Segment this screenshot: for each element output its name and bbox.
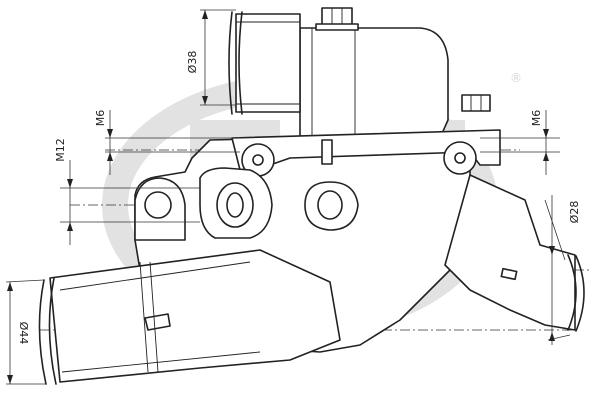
left-pipe-clip bbox=[144, 313, 171, 331]
dim-m6-left-label: M6 bbox=[94, 110, 107, 127]
dim-m6-right-label: M6 bbox=[530, 110, 543, 127]
dim-m12-label: M12 bbox=[54, 138, 67, 162]
right-outlet-pipe bbox=[444, 174, 585, 332]
registered-mark: ® bbox=[510, 71, 522, 85]
bracket-left-bolt bbox=[252, 154, 264, 166]
sensor-boss bbox=[199, 167, 273, 239]
dim-d38-label: Ø38 bbox=[186, 51, 199, 74]
dim-d28-label: Ø28 bbox=[568, 201, 581, 224]
bracket-screw bbox=[321, 139, 333, 165]
dim-d44: Ø44 bbox=[5, 279, 46, 385]
dim-d38: Ø38 bbox=[186, 9, 236, 106]
dim-d28: Ø28 bbox=[544, 195, 581, 345]
bracket-right-bolt bbox=[454, 152, 466, 164]
dim-m12: M12 bbox=[54, 138, 200, 245]
upper-neck bbox=[299, 27, 449, 139]
top-outlet-pipe bbox=[228, 11, 301, 115]
dim-m6-left: M6 bbox=[94, 110, 240, 175]
left-inlet-pipe bbox=[38, 249, 341, 385]
left-ear-hole bbox=[144, 191, 172, 219]
dim-d44-label: Ø44 bbox=[17, 322, 30, 345]
dim-m6-right: M6 bbox=[480, 110, 560, 175]
top-hex-nut bbox=[315, 7, 359, 31]
right-pipe-clip bbox=[500, 267, 518, 281]
sensor-port bbox=[226, 192, 244, 218]
right-hex-nut bbox=[461, 94, 491, 112]
mounting-bracket bbox=[231, 129, 501, 177]
middle-lug bbox=[304, 181, 359, 231]
left-mounting-ear bbox=[134, 177, 186, 241]
